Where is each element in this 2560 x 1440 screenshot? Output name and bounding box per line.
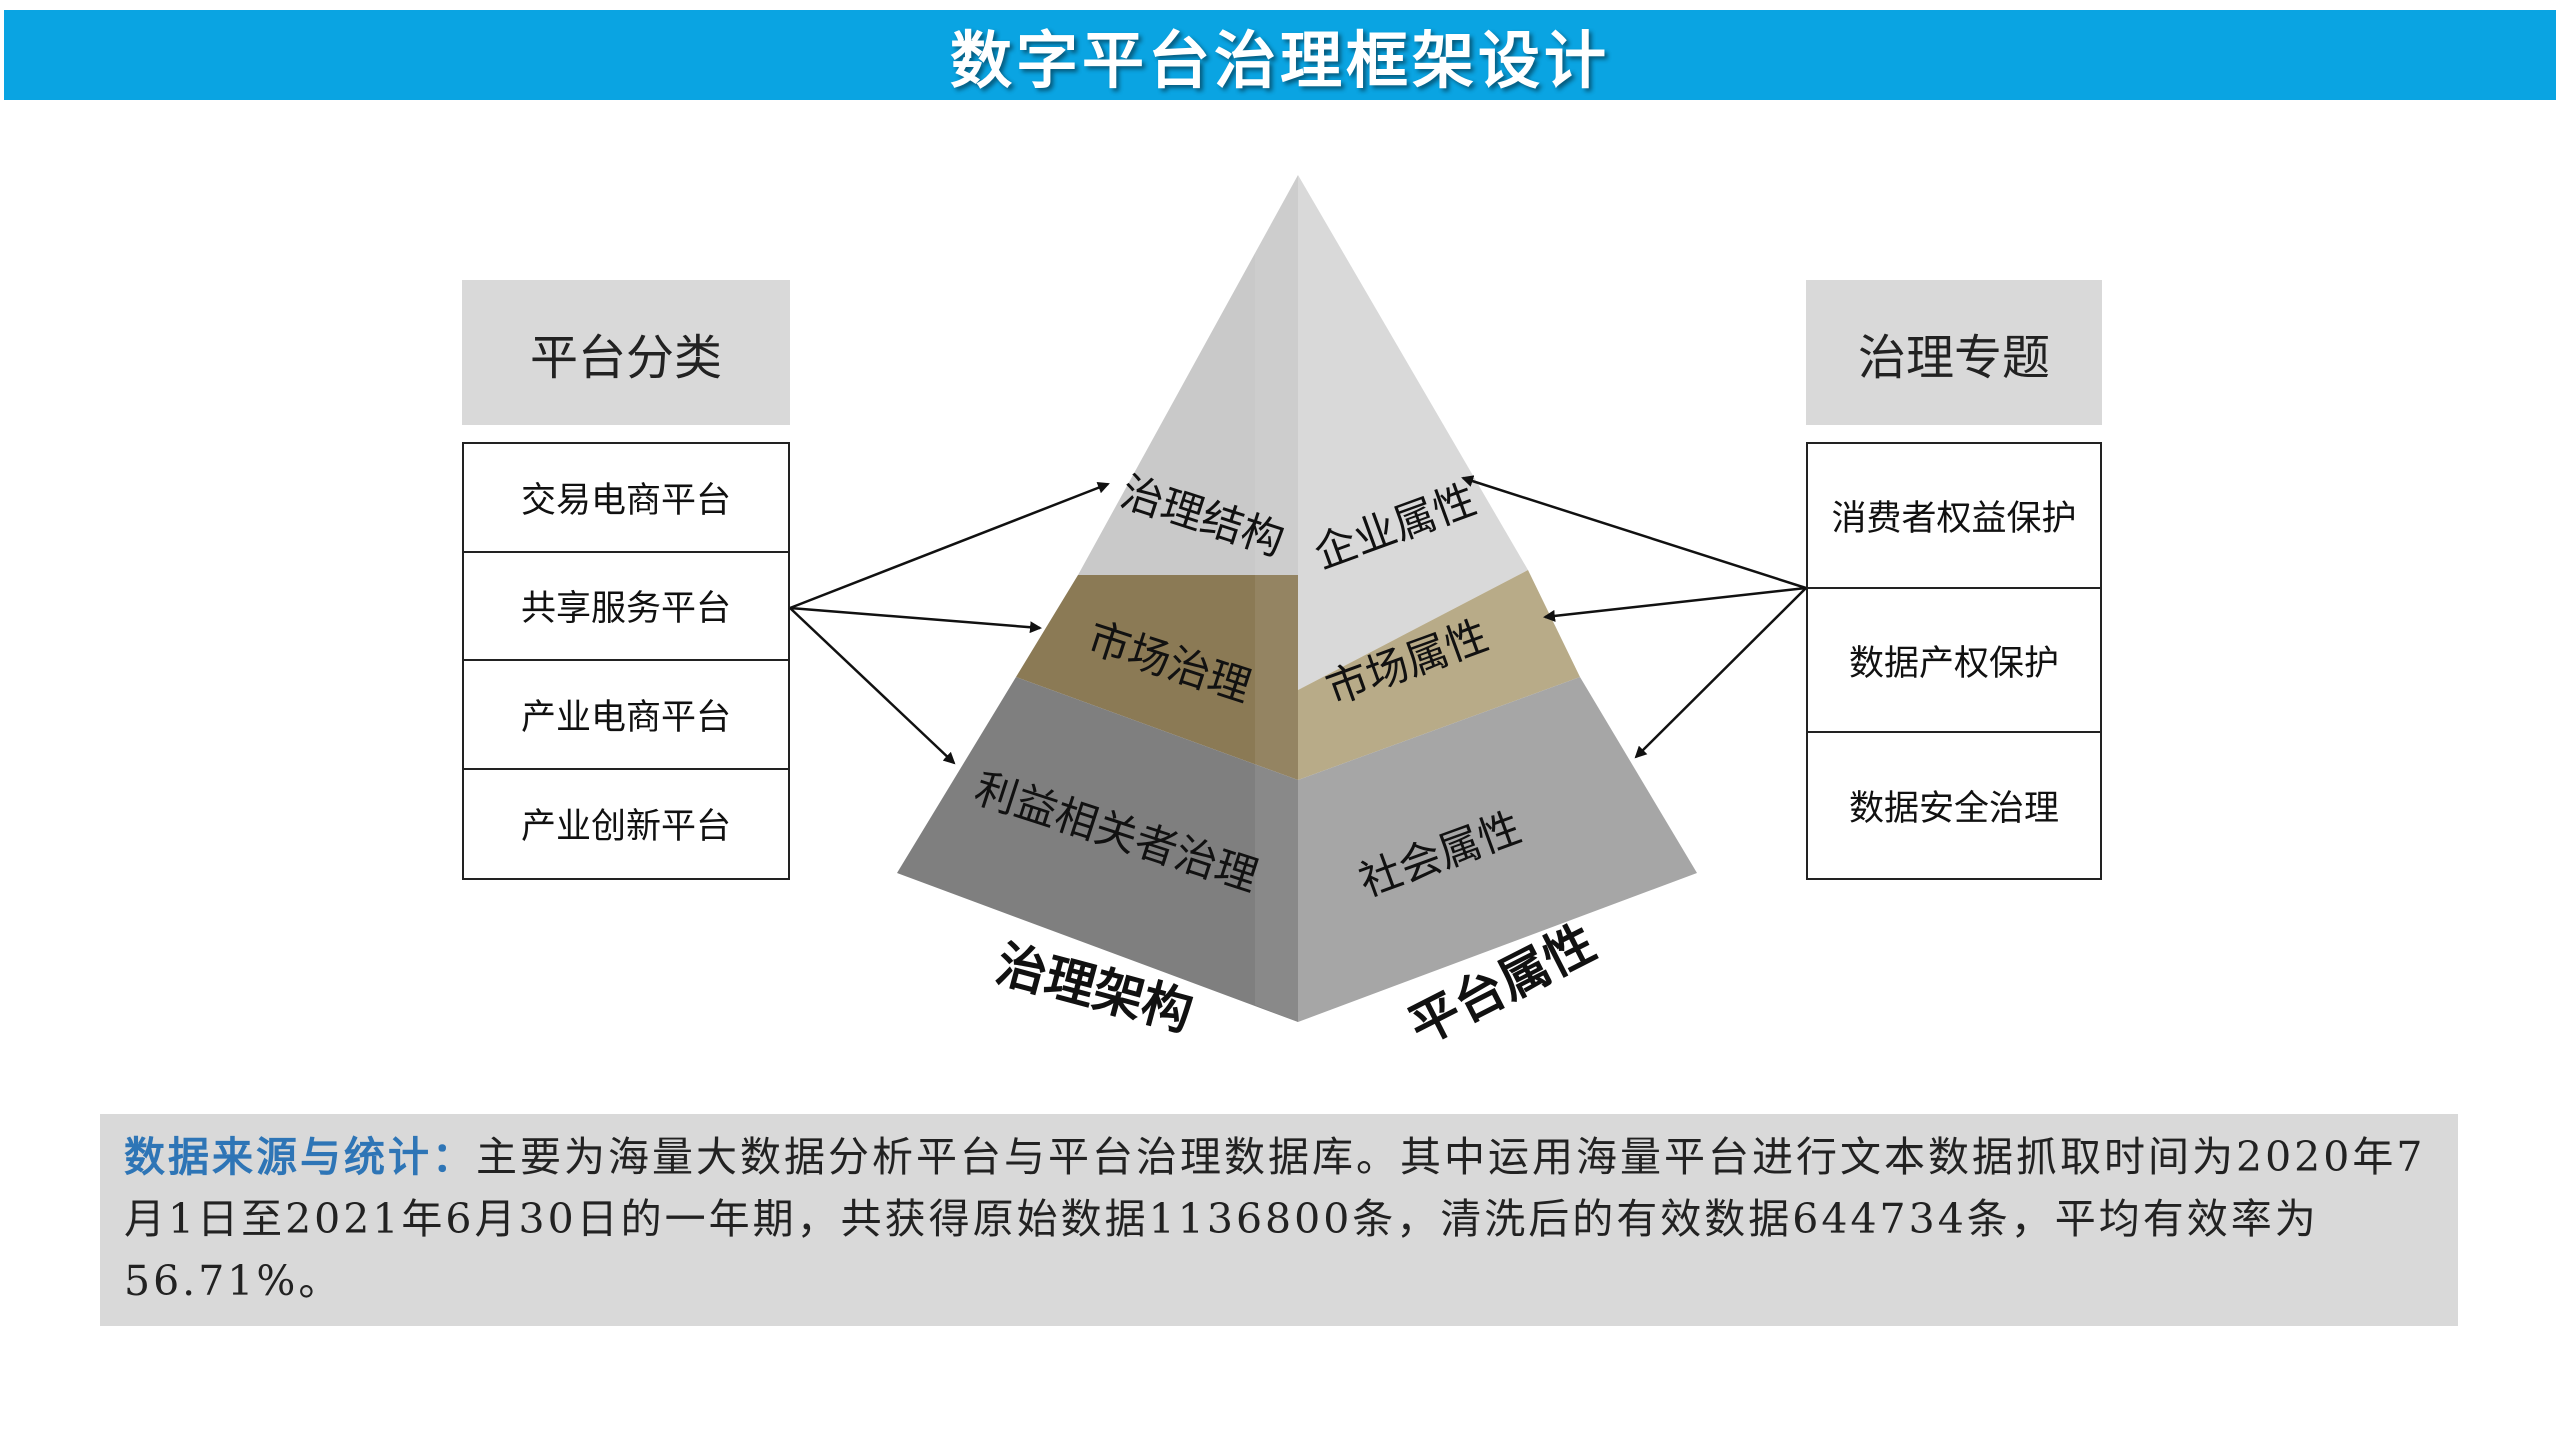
pyramid-diagram: 治理结构 市场治理 利益相关者治理 企业属性 市场属性 社会属性 治理架构 平台… — [789, 175, 1807, 1056]
list-item: 消费者权益保护 — [1808, 444, 2100, 589]
governance-topic-header-label: 治理专题 — [1857, 329, 2050, 386]
arrow-to-social-attribute — [1634, 587, 1807, 759]
list-item-label: 产业创新平台 — [520, 807, 731, 848]
pyramid-left-middle-face — [1016, 575, 1298, 780]
list-item-label: 共享服务平台 — [520, 589, 731, 630]
arrow-to-governance-structure — [789, 482, 1110, 610]
list-item-label: 数据安全治理 — [1848, 789, 2059, 830]
list-item: 交易电商平台 — [464, 444, 788, 553]
governance-topic-list: 消费者权益保护 数据产权保护 数据安全治理 — [1806, 442, 2102, 880]
data-source-box: 数据来源与统计：主要为海量大数据分析平台与平台治理数据库。其中运用海量平台进行文… — [100, 1114, 2458, 1326]
pyramid-right-top-face — [1298, 175, 1528, 690]
list-item-label: 交易电商平台 — [520, 480, 731, 521]
page-title: 数字平台治理框架设计 — [949, 24, 1610, 97]
list-item: 产业电商平台 — [464, 661, 788, 770]
arrow-to-enterprise-attribute — [1461, 475, 1807, 590]
pyramid-left-bottom-face — [897, 677, 1298, 1022]
data-source-text: 主要为海量大数据分析平台与平台治理数据库。其中运用海量平台进行文本数据抓取时间为… — [124, 1133, 2426, 1305]
list-item: 数据安全治理 — [1808, 733, 2100, 878]
governance-topic-header: 治理专题 — [1806, 280, 2102, 425]
platform-category-list: 交易电商平台 共享服务平台 产业电商平台 产业创新平台 — [462, 442, 790, 880]
pyramid-right-middle-face — [1298, 570, 1580, 780]
pyramid-highlight — [1255, 175, 1298, 1022]
list-item-label: 产业电商平台 — [520, 697, 731, 738]
arrow-to-stakeholder-governance — [789, 607, 956, 765]
list-item: 共享服务平台 — [464, 553, 788, 661]
data-source-label: 数据来源与统计： — [124, 1133, 476, 1181]
list-item: 数据产权保护 — [1808, 589, 2100, 734]
list-item-label: 数据产权保护 — [1848, 643, 2059, 684]
list-item: 产业创新平台 — [464, 770, 788, 879]
platform-category-header-label: 平台分类 — [529, 329, 722, 386]
arrow-to-market-governance — [789, 606, 1042, 634]
list-item-label: 消费者权益保护 — [1831, 498, 2077, 539]
pyramid-left-top-face — [1078, 175, 1298, 575]
pyramid-right-bottom-face — [1298, 677, 1697, 1022]
arrow-to-market-attribute — [1543, 586, 1807, 622]
platform-category-header: 平台分类 — [462, 280, 790, 425]
title-bar: 数字平台治理框架设计 — [4, 10, 2556, 100]
